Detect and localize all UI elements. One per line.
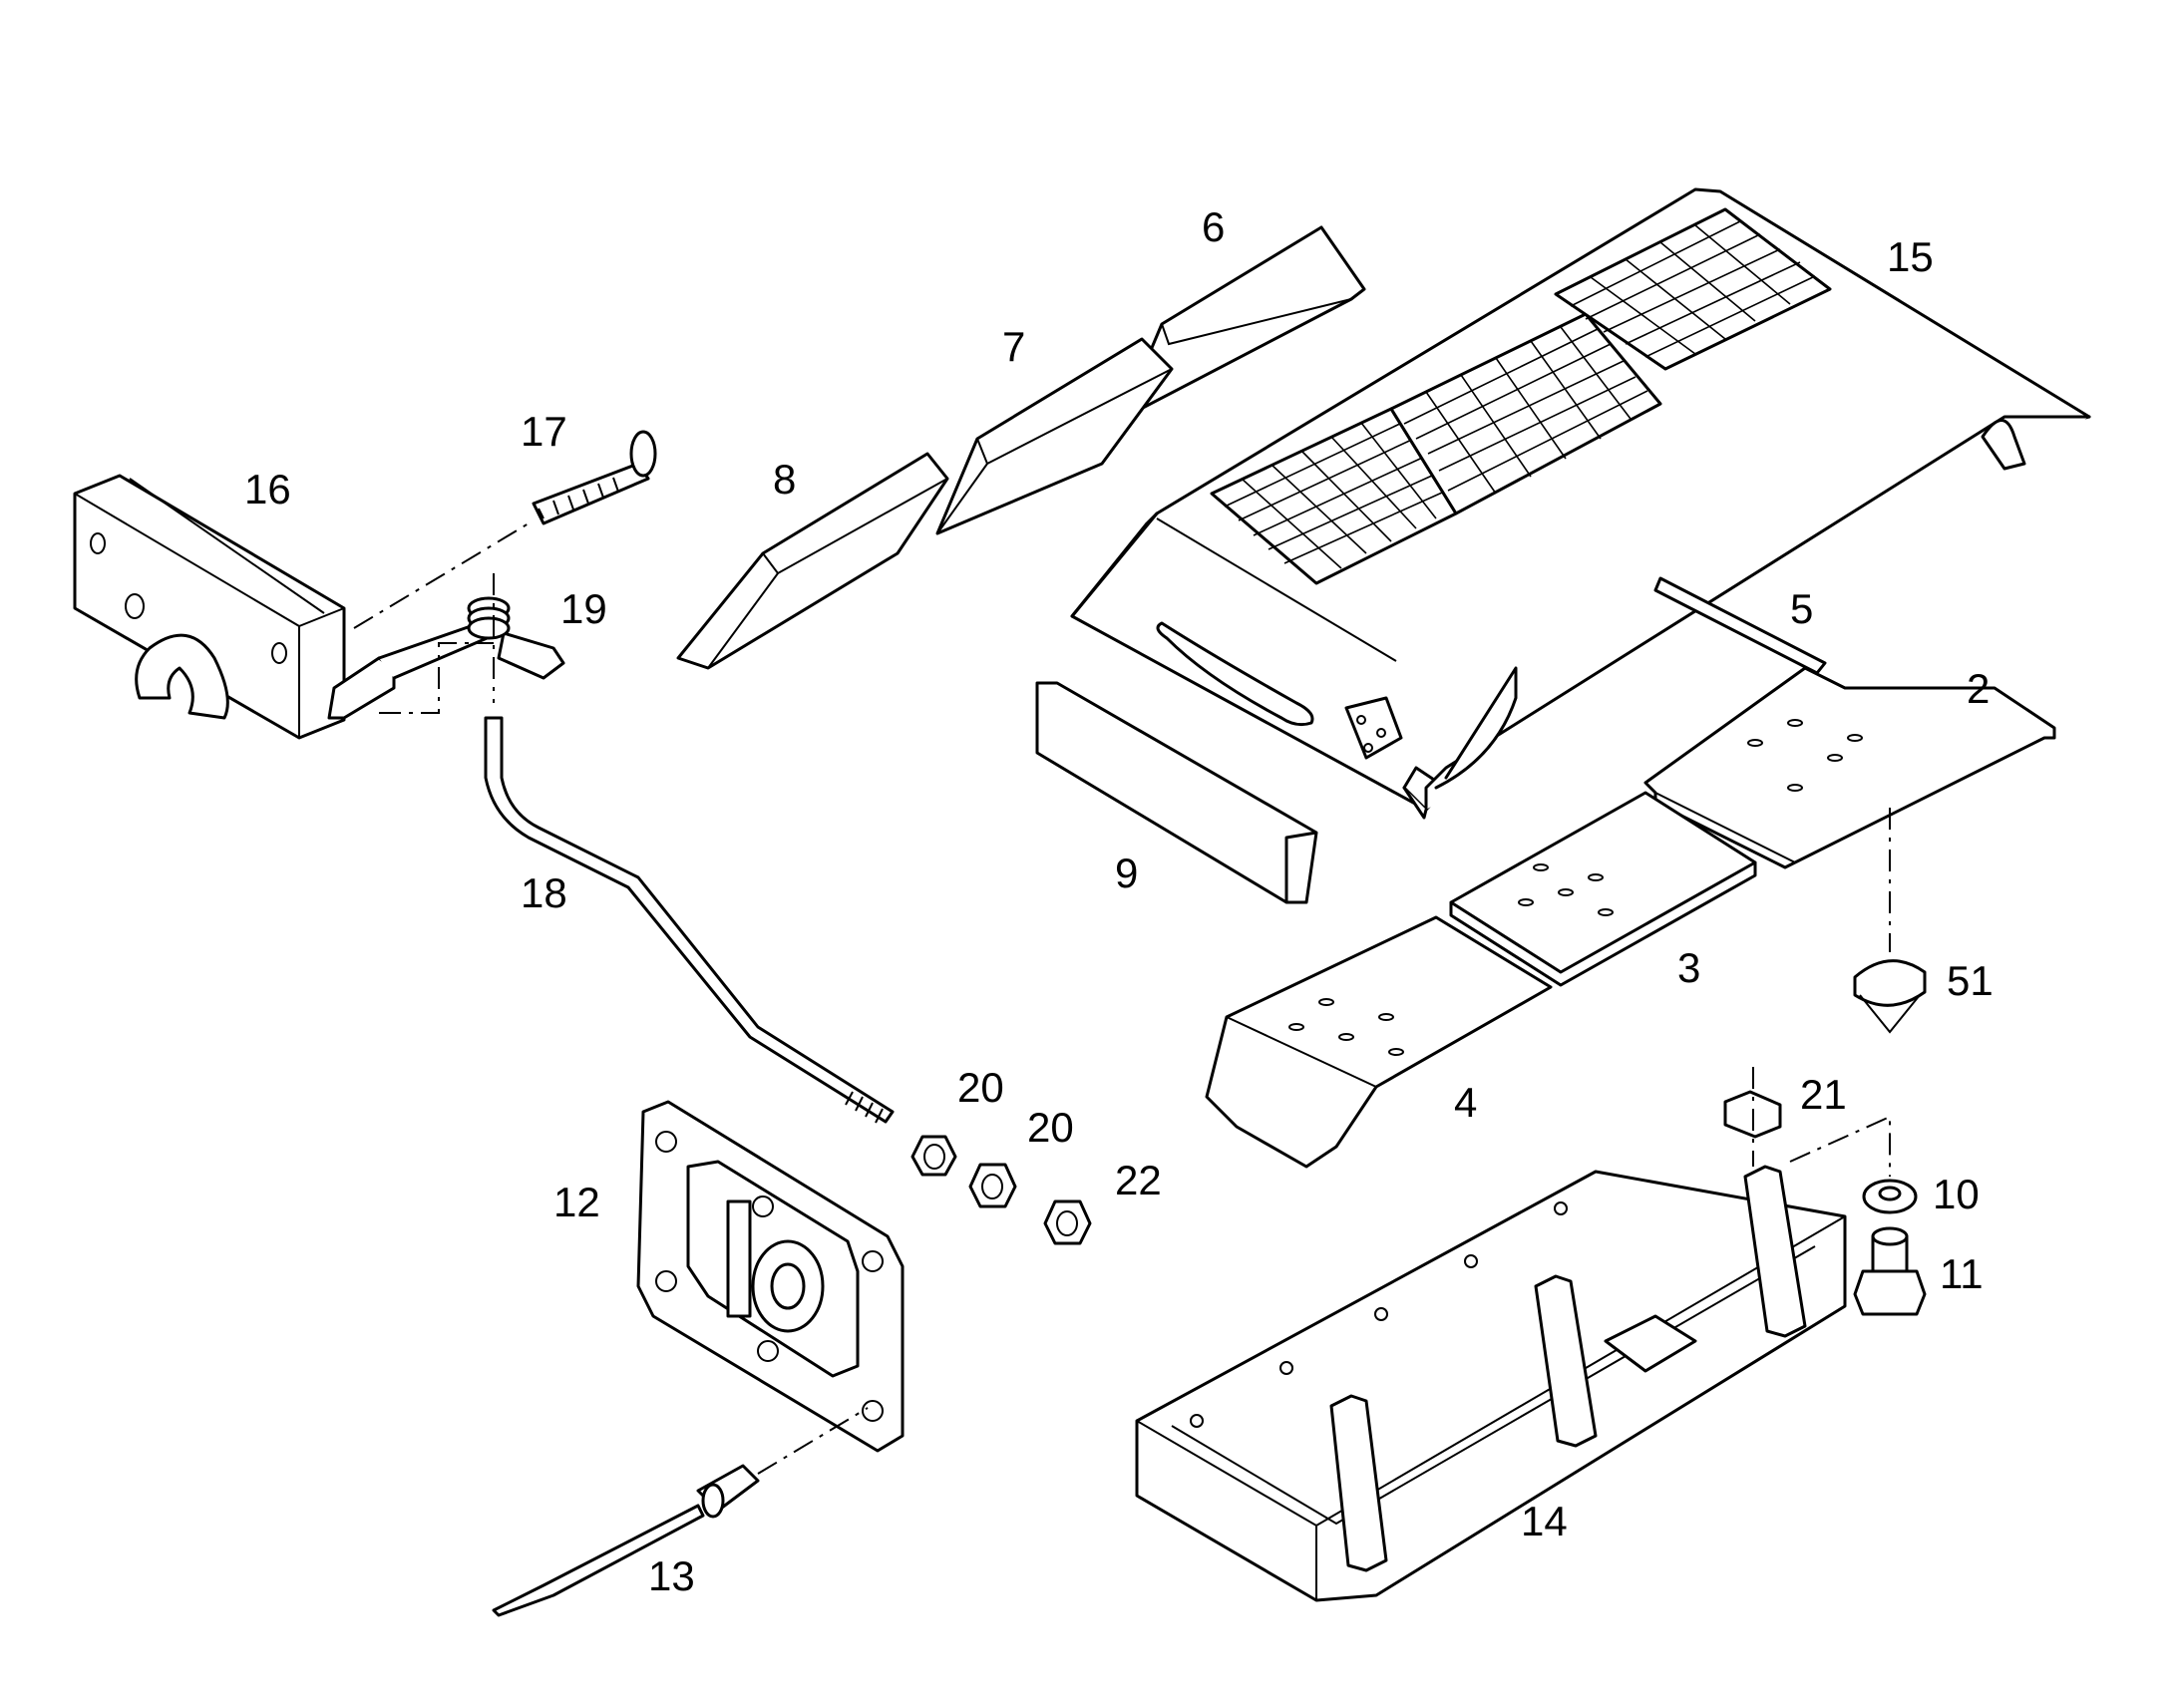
callout-11: 11 (1940, 1250, 1984, 1297)
part-12-handle-plate (636, 1100, 905, 1453)
callout-12: 12 (553, 1179, 600, 1225)
plate-holes (1288, 719, 1863, 1056)
callout-7: 7 (1002, 323, 1025, 370)
part-17-bolt (353, 430, 657, 629)
callout-16: 16 (244, 466, 291, 512)
callout-51: 51 (1947, 957, 1994, 1004)
callout-5: 5 (1790, 585, 1813, 632)
callout-18: 18 (521, 869, 567, 916)
callout-21: 21 (1800, 1071, 1847, 1118)
part-18-rod (484, 716, 895, 1124)
part-14-tray (1135, 1165, 1847, 1602)
callout-8: 8 (773, 456, 796, 503)
callout-4: 4 (1454, 1079, 1477, 1126)
callout-9: 9 (1115, 850, 1138, 896)
part-20-nut-a (910, 1135, 957, 1177)
callout-2: 2 (1967, 665, 1990, 712)
part-16-lock (73, 474, 346, 740)
callout-15: 15 (1887, 233, 1934, 280)
part-7-strip (935, 337, 1174, 535)
callout-13: 13 (648, 1552, 695, 1599)
part-2-plate (1643, 666, 2056, 869)
callout-3: 3 (1677, 944, 1700, 991)
callout-22: 22 (1115, 1157, 1162, 1203)
part-20-nut-b (968, 1163, 1017, 1208)
part-8-strip (676, 452, 949, 670)
part-9-pad (1035, 681, 1318, 904)
callout-19: 19 (560, 585, 607, 632)
callout-10: 10 (1933, 1171, 1980, 1217)
callout-14: 14 (1521, 1498, 1568, 1544)
part-3-plate (1449, 791, 1757, 987)
part-6-strip (1120, 225, 1366, 421)
part-11-bolt (1853, 1226, 1927, 1316)
part-15-cover (1070, 187, 2091, 820)
part-4-step (1205, 915, 1553, 1169)
callout-20-a: 20 (957, 1064, 1004, 1111)
part-22-nut (1043, 1199, 1092, 1245)
callout-6: 6 (1202, 203, 1225, 250)
part-21-clip (1723, 1067, 1891, 1177)
callout-20-b: 20 (1027, 1104, 1074, 1151)
part-13-rivet (492, 1407, 869, 1617)
callout-labels: 2 3 4 5 6 7 8 9 10 11 12 13 14 15 16 17 … (244, 203, 1994, 1599)
part-19-spring (327, 573, 565, 720)
callout-17: 17 (521, 408, 567, 455)
part-10-washer (1862, 1179, 1918, 1214)
part-51-bumper (1853, 808, 1927, 1034)
